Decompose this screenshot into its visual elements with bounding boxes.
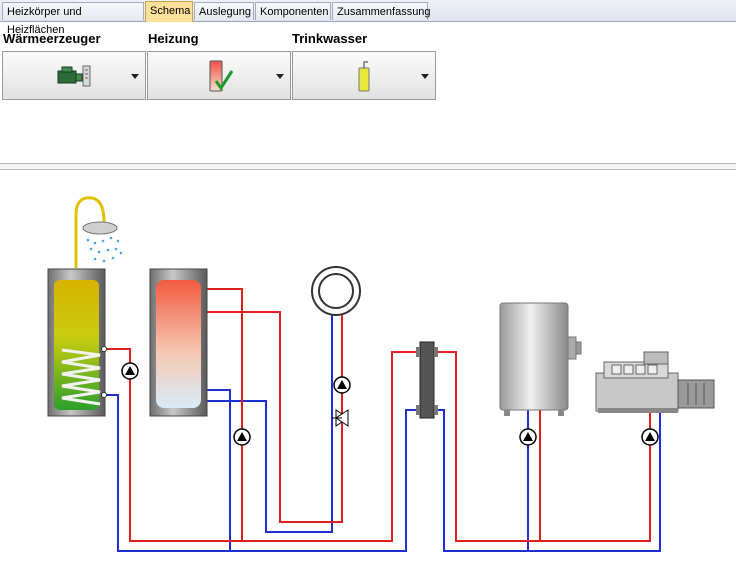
chp-engine-icon: [57, 65, 91, 86]
chevron-down-icon: [131, 74, 139, 79]
panel-splitter[interactable]: [0, 163, 736, 170]
tab-zusammenfassung[interactable]: Zusammenfassung: [332, 2, 431, 20]
three-way-valve: [332, 409, 349, 427]
tab-auslegung[interactable]: Auslegung: [194, 2, 254, 20]
buffer-tank-check-icon: [209, 60, 234, 91]
shower-icon: [74, 196, 123, 268]
trinkwasser-dropdown[interactable]: [292, 51, 436, 100]
boiler: [499, 302, 582, 416]
dhw-tank-icon: [358, 60, 370, 91]
tab-heizkoerper[interactable]: Heizkörper und Heizflächen: [2, 2, 144, 36]
chevron-down-icon: [276, 74, 284, 79]
circulation-pump: [233, 428, 251, 446]
trinkwasser-title: Trinkwasser: [292, 31, 368, 46]
circulation-pump: [333, 376, 351, 394]
waermeerzeuger-dropdown[interactable]: [2, 51, 146, 100]
circulation-pump: [519, 428, 537, 446]
circulation-pump: [641, 428, 659, 446]
chp-unit: [595, 351, 715, 413]
tab-schema[interactable]: Schema: [145, 1, 193, 22]
waermeerzeuger-title: Wärmeerzeuger: [3, 31, 101, 46]
supply-pipes: [104, 288, 651, 542]
tab-komponenten[interactable]: Komponenten: [255, 2, 331, 20]
heizung-title: Heizung: [148, 31, 199, 46]
expansion-vessel: [311, 266, 361, 316]
buffer-storage-tank: [149, 268, 208, 417]
heizung-dropdown[interactable]: [147, 51, 291, 100]
tab-bar: Heizkörper und Heizflächen Schema Ausleg…: [0, 0, 736, 36]
chevron-down-icon: [421, 74, 429, 79]
circulation-pump: [121, 362, 139, 380]
hydraulic-schema: [47, 196, 715, 552]
dhw-storage-tank: [47, 268, 107, 417]
hydraulic-separator: [416, 341, 438, 419]
